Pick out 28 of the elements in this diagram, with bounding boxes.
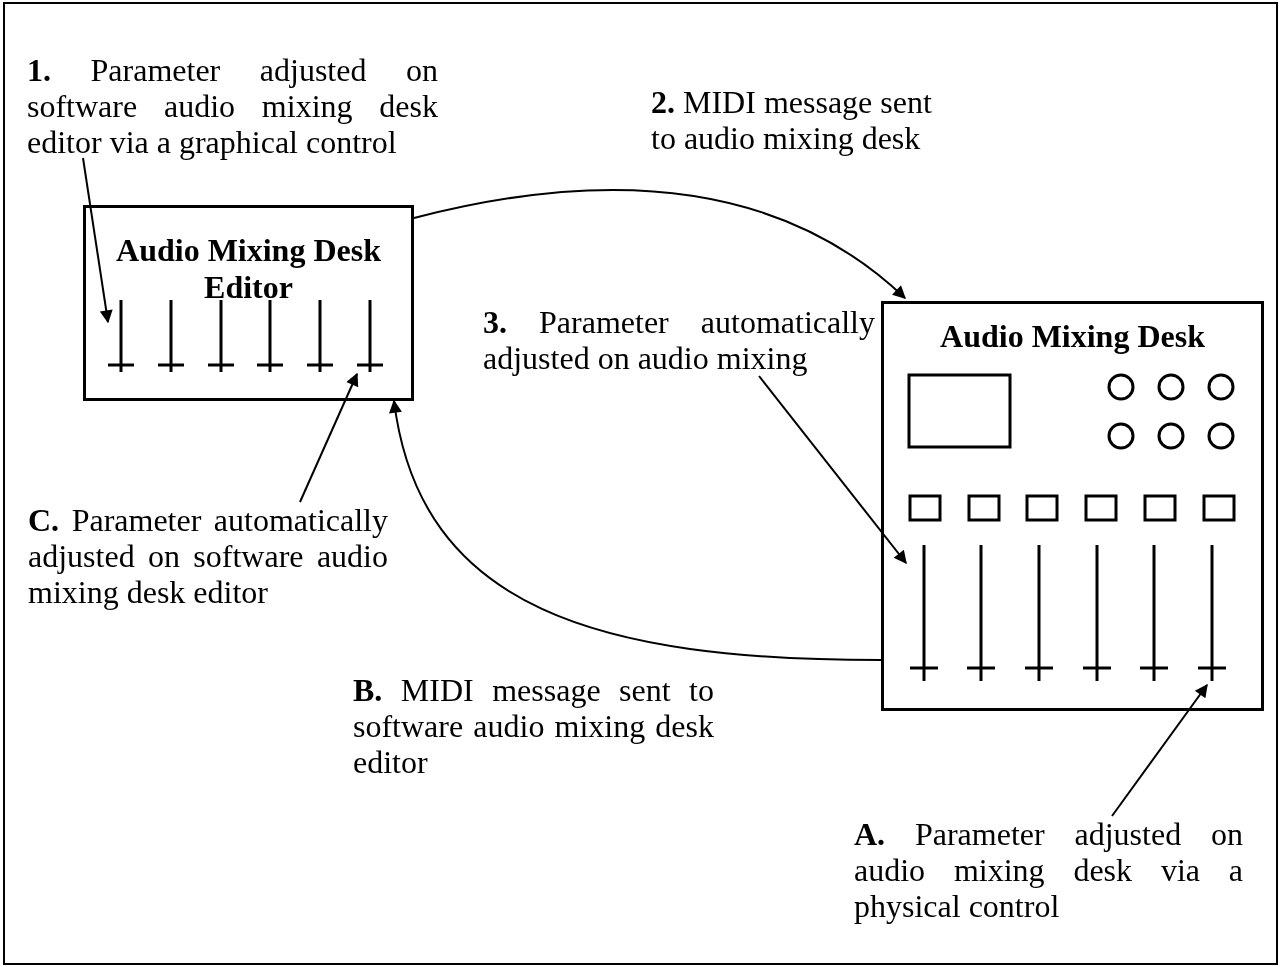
fader-symbol xyxy=(158,300,184,372)
leader-line xyxy=(1111,683,1208,817)
fader-symbol xyxy=(967,545,995,681)
device-box xyxy=(83,205,414,401)
device-title: Audio Mixing Desk Editor xyxy=(115,232,382,306)
fader-symbol xyxy=(910,545,938,681)
leader-line xyxy=(299,372,359,503)
fader-symbol xyxy=(307,300,333,372)
leader-line xyxy=(82,157,113,324)
step-note: 1. Parameter adjusted on software audio mixing desk editor via a graphical control xyxy=(27,52,438,160)
message-label: B. MIDI message sent to software audio mixing desk editor xyxy=(353,672,714,780)
curved-arrow xyxy=(413,189,906,299)
fader-symbol xyxy=(257,300,283,372)
fader-symbol xyxy=(1198,545,1226,681)
fader-symbol xyxy=(1025,545,1053,681)
fader-symbol xyxy=(357,300,383,372)
curved-arrow xyxy=(389,399,882,661)
fader-symbol xyxy=(1083,545,1111,681)
step-note: A. Parameter adjusted on audio mixing desk via a physical control xyxy=(854,816,1243,924)
fader-symbol xyxy=(1140,545,1168,681)
step-note: 3. Parameter automatically adjusted on audio mixing xyxy=(483,304,875,376)
fader-symbol xyxy=(108,300,134,372)
device-title: Audio Mixing Desk xyxy=(939,318,1206,355)
message-label: 2. MIDI message sent to audio mixing desk xyxy=(651,84,933,156)
device-box xyxy=(881,301,1264,711)
step-note: C. Parameter automatically adjusted on software audio mixing desk editor xyxy=(28,502,388,610)
leader-line xyxy=(758,375,907,564)
fader-symbol xyxy=(208,300,234,372)
